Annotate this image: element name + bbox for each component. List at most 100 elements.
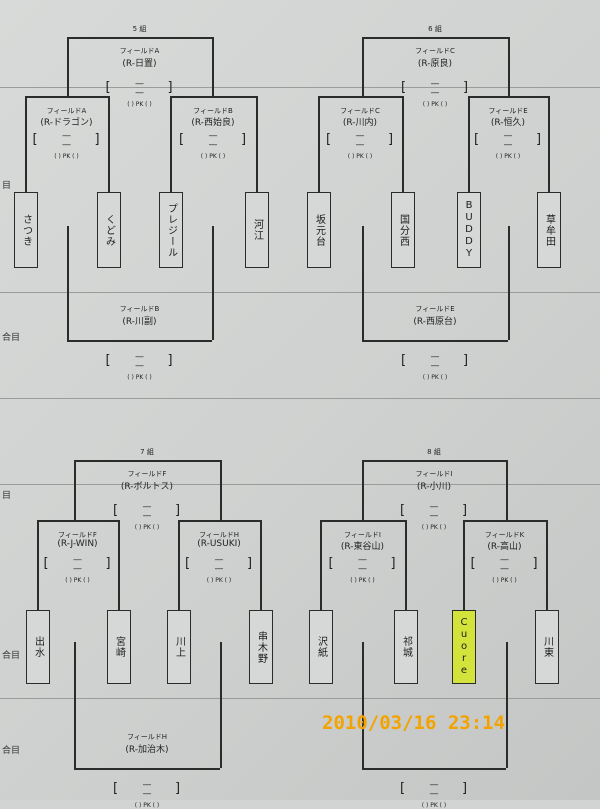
group-7-final-right [220, 460, 222, 520]
group-6-third-venue: (R-西原台) [413, 317, 457, 327]
group-8-semi-1-field: フィールドI [344, 531, 381, 539]
group-6-semi-1-pk: ( ) PK ( ) [347, 153, 373, 160]
group-8-semi-2-bracket-open: [ [470, 556, 476, 571]
section-divider [0, 87, 600, 88]
group-6-semi-2-score-top: — [503, 131, 513, 141]
group-6-third-left [362, 226, 364, 340]
group-8-final-pk: ( ) PK ( ) [421, 524, 447, 531]
group-8-team-3: Cuore [452, 610, 476, 684]
group-6-team-2: 国分西 [391, 192, 415, 268]
group-5-semi-1-line [25, 96, 108, 98]
left-edge-mark: 合目 [2, 651, 21, 661]
team-name: 沢紙 [315, 636, 327, 658]
group-8-third-right [506, 642, 508, 768]
group-5-final-pk: ( ) PK ( ) [127, 101, 152, 108]
group-8-semi-2-venue: (R-高山) [487, 542, 522, 552]
group-6-semi-2-left [468, 96, 470, 192]
group-6-semi-1-field: フィールドC [340, 107, 380, 115]
group-8-semi-2-score-bottom: — [500, 564, 509, 574]
group-5-semi-1-pk: ( ) PK ( ) [54, 153, 79, 160]
group-7-final-score-top: — [142, 502, 152, 512]
group-8-final-score-top: — [429, 502, 439, 512]
team-name: 串木野 [255, 630, 267, 664]
left-edge-mark: 目 [2, 181, 12, 191]
group-7-team-2: 宮崎 [107, 610, 131, 684]
group-8-semi-1-score-top: — [358, 555, 367, 565]
section-divider [0, 484, 600, 485]
group-5-team-3: プレジール [159, 192, 183, 268]
group-7-final-field: フィールドF [127, 470, 167, 478]
group-7-semi-2-left [178, 520, 180, 610]
group-7-semi-1-bracket-open: [ [43, 556, 49, 571]
group-8-third-left [362, 642, 364, 768]
group-6-semi-1-left [318, 96, 320, 192]
team-name: 出水 [32, 636, 44, 658]
group-7-semi-2-right [260, 520, 262, 610]
group-6-final-pk: ( ) PK ( ) [422, 101, 448, 108]
group-5-final-line [67, 37, 212, 39]
group-6-final-venue: (R-原良) [417, 59, 453, 69]
group-5-third-bracket-open: [ [105, 353, 111, 368]
group-5-third-right [212, 226, 214, 340]
group-6-final-field: フィールドC [415, 47, 455, 55]
timestamp: 2010/03/16 23:14 [322, 712, 506, 734]
group-7-semi-1-score-bottom: — [73, 564, 82, 574]
group-6-third-bracket-open: [ [401, 353, 407, 368]
group-5-semi-1-bracket-close: ] [94, 132, 100, 147]
team-name: Cuore [458, 617, 470, 677]
group-6-semi-2-bracket-open: [ [474, 132, 480, 147]
group-7-final-line [74, 460, 220, 462]
group-5-team-1: さつき [14, 192, 38, 268]
section-divider [0, 698, 600, 699]
group-7-third-right [220, 642, 222, 768]
group-5-third-line [67, 340, 212, 342]
group-7-semi-1-pk: ( ) PK ( ) [65, 577, 90, 584]
group-7-team-4: 串木野 [249, 610, 273, 684]
group-8-third-bracket-close: ] [462, 781, 468, 796]
group-5-third-field: フィールドB [119, 305, 160, 313]
group-5-third-score-top: — [135, 352, 144, 362]
group-7-third-field: フィールドH [126, 733, 168, 741]
group-5-semi-1-field: フィールドA [46, 107, 87, 115]
group-8-final-left [362, 460, 364, 520]
group-7-semi-1-left [37, 520, 39, 610]
group-5-final-venue: (R-日置) [122, 59, 157, 69]
group-5-final-left [67, 37, 69, 96]
group-8-semi-2-left [463, 520, 465, 610]
group-8-final-right [506, 460, 508, 520]
group-5-semi-1-venue: (R-ドラゴン) [40, 118, 93, 128]
group-7-semi-1-venue: (R-J-WIN) [57, 539, 98, 549]
group-6-team-1: 坂元台 [307, 192, 331, 268]
group-7-final-bracket-close: ] [175, 503, 181, 518]
group-8-semi-1-right [405, 520, 407, 610]
group-6-semi-1-line [318, 96, 402, 98]
group-7-final-score-bottom: — [142, 511, 152, 521]
group-5-third-score-bottom: — [135, 361, 144, 371]
group-7-final-venue: (R-ボルトス) [120, 482, 174, 492]
team-name: プレジール [165, 202, 177, 258]
group-5-semi-2-bracket-close: ] [241, 132, 247, 147]
group-6-semi-2-line [468, 96, 548, 98]
section-divider [0, 398, 600, 399]
group-5-semi-1-right [108, 96, 110, 192]
group-6-semi-1-bracket-close: ] [388, 132, 394, 147]
group-8-semi-2-field: フィールドK [484, 531, 525, 539]
group-7-third-bracket-close: ] [175, 781, 181, 796]
group-6-semi-1-score-bottom: — [355, 140, 365, 150]
group-6-team-3: BUDDY [457, 192, 481, 268]
group-6-team-4: 草牟田 [537, 192, 561, 268]
group-7-semi-1-bracket-close: ] [105, 556, 111, 571]
group-5-third-left [67, 226, 69, 340]
group-5-final-score-top: — [135, 79, 144, 89]
team-name: BUDDY [463, 200, 475, 260]
group-5-semi-2-line [170, 96, 256, 98]
group-8-semi-1-score-bottom: — [358, 564, 367, 574]
group-6-semi-1-score-top: — [355, 131, 365, 141]
group-6-semi-2-bracket-close: ] [536, 132, 542, 147]
group-5-semi-2-right [256, 96, 258, 192]
group-6-third-field: フィールドE [415, 305, 455, 313]
group-6-semi-2-right [548, 96, 550, 192]
group-5-third-bracket-close: ] [167, 353, 173, 368]
group-7-semi-1-line [37, 520, 118, 522]
